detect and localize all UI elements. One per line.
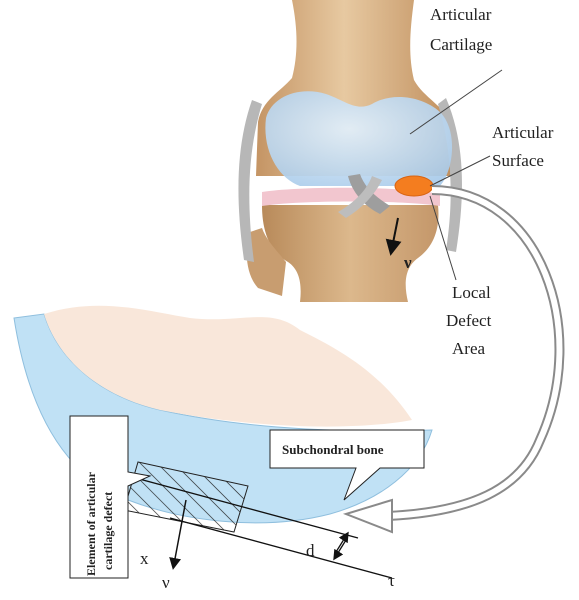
knee-illustration: ν (238, 0, 462, 302)
label-local-defect-3: Area (452, 339, 485, 358)
label-subchondral-bone: Subchondral bone (282, 442, 384, 457)
normal-label: ν (403, 253, 412, 272)
label-local-defect-2: Defect (446, 311, 492, 330)
label-axis-x: x (140, 549, 149, 568)
local-defect-marker (395, 176, 433, 196)
label-axis-nu: ν (162, 573, 170, 592)
tibia (262, 205, 438, 302)
label-articular-cartilage-2: Cartilage (430, 35, 492, 54)
label-articular-surface-2: Surface (492, 151, 544, 170)
label-element-defect-1: Element of articular (84, 471, 98, 576)
label-axis-tau: τ (388, 571, 395, 590)
label-element-defect-2: cartilage defect (101, 492, 115, 570)
label-articular-surface-1: Articular (492, 123, 554, 142)
thickness-arrow (336, 536, 346, 552)
tau-axis (170, 518, 392, 578)
label-local-defect-1: Local (452, 283, 491, 302)
label-articular-cartilage-1: Articular (430, 5, 492, 24)
label-thickness-d: d (306, 541, 315, 560)
thickness-arrow-2 (336, 540, 346, 556)
